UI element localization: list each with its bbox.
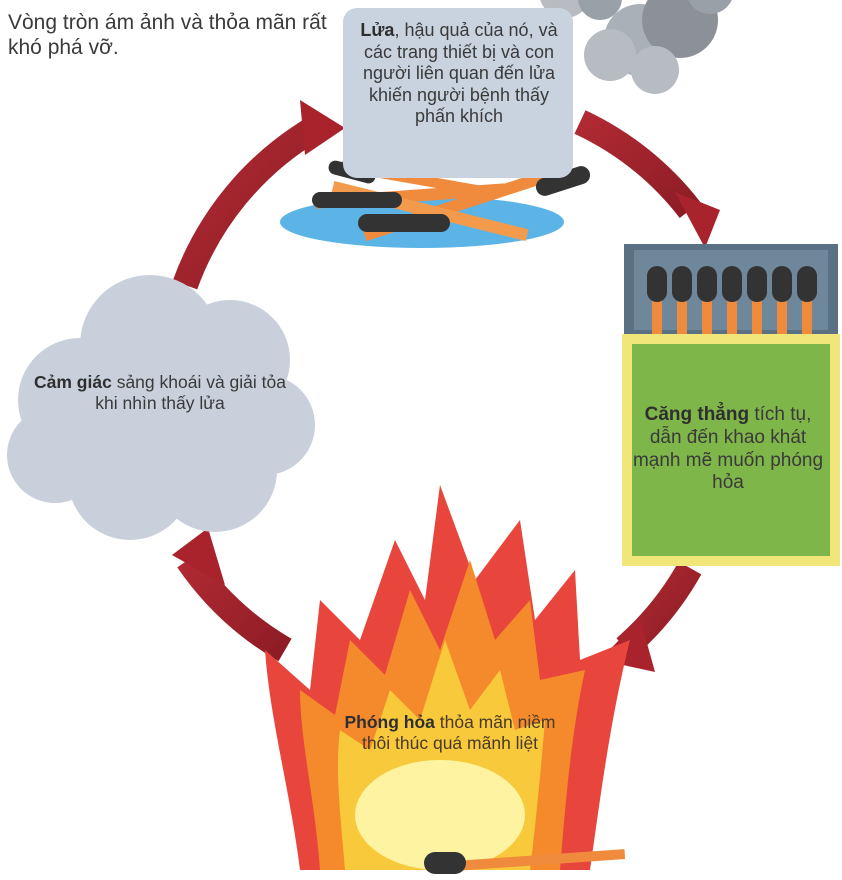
fire-node-text: , hậu quả của nó, và các trang thiết bị … — [362, 20, 558, 127]
arson-node-label: Phóng hỏa thỏa mãn niềm thôi thúc quá mã… — [330, 712, 570, 753]
feeling-node-text: sảng khoái và giải tỏa khi nhìn thấy lửa — [95, 372, 286, 413]
arson-node-bold: Phóng hỏa — [344, 712, 435, 732]
feeling-node-bold: Cảm giác — [34, 372, 112, 392]
subtitle: Vòng tròn ám ảnh và thỏa mãn rất khó phá… — [8, 11, 327, 60]
tension-node-bold: Căng thẳng — [644, 404, 750, 425]
tension-node-text: tích tụ, dẫn đến khao khát mạnh mẽ muốn … — [632, 404, 824, 494]
fire-node-box — [343, 8, 573, 178]
feeling-node-label: Cảm giác sảng khoái và giải tỏa khi nhìn… — [30, 372, 290, 414]
arrowhead-to-cloud — [172, 528, 225, 585]
fire-node-bold: Lửa — [360, 20, 395, 40]
matchbox-icon — [622, 244, 840, 566]
arrowhead-to-fire — [300, 100, 345, 155]
tension-node-label: Căng thẳng tích tụ, dẫn đến khao khát mạ… — [628, 404, 828, 495]
smoke-icon — [540, 0, 732, 94]
cloud-icon — [7, 275, 315, 540]
arrowhead-to-box — [675, 192, 720, 248]
flame-icon — [265, 485, 630, 874]
burnt-matches-icon — [280, 160, 591, 248]
arson-node-text: thỏa mãn niềm thôi thúc quá mãnh liệt — [361, 712, 556, 753]
fire-node-label: Lửa, hậu quả của nó, và các trang thiết … — [352, 20, 566, 128]
